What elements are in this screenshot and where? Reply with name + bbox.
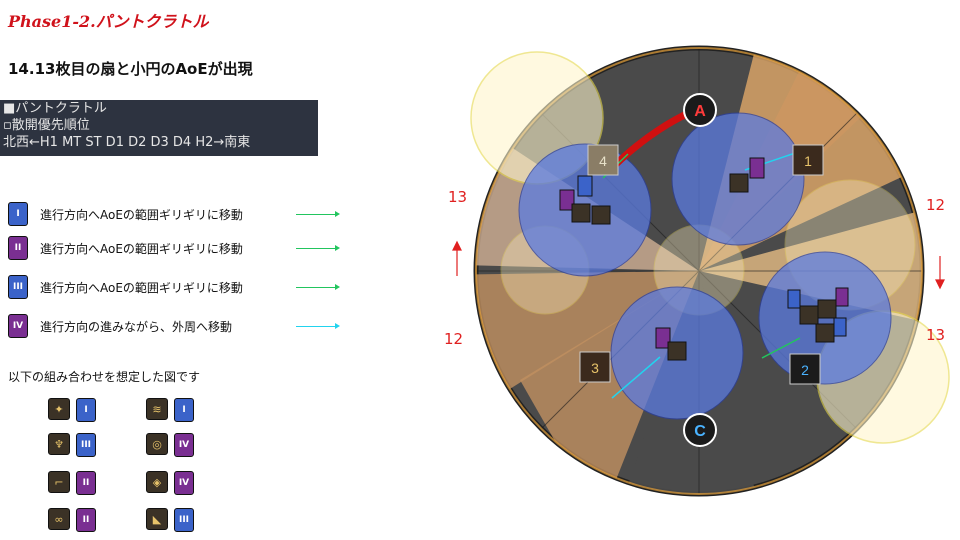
cyan-arrow-icon (296, 323, 340, 329)
game-text-panel: ■パントクラトル ▫散開優先順位 北西←H1 MT ST D1 D2 D3 D4… (0, 100, 318, 156)
tether-symbol-icon: ✦ (48, 398, 70, 420)
tether-symbol-icon (815, 323, 835, 343)
tether-symbol-icon: ≋ (146, 398, 168, 420)
green-arrow-icon (296, 211, 340, 217)
job-marker-icon (749, 157, 765, 179)
waymark-2-label: 2 (801, 362, 809, 378)
down-arrow-icon (935, 279, 945, 290)
waymark-1-label: 1 (804, 153, 812, 169)
tether-symbol-icon: ◎ (146, 433, 168, 455)
waymark-a-label: A (694, 103, 706, 120)
rotation-arrows (452, 240, 945, 290)
panel-line-2: ▫散開優先順位 (3, 118, 90, 133)
instruction-row: IV 進行方向の進みながら、外周へ移動 (8, 314, 232, 338)
combo-pair: ◈ IV (146, 471, 194, 495)
waymark-a-icon (683, 93, 717, 127)
instruction-row: I 進行方向へAoEの範囲ギリギリに移動 (8, 202, 243, 226)
instruction-text: 進行方向へAoEの範囲ギリギリに移動 (40, 207, 243, 222)
aoe-count-right-bottom: 13 (926, 326, 946, 344)
combo-pair: ≋ I (146, 398, 194, 422)
tether-symbol-icon (729, 173, 749, 193)
panel-line-3: 北西←H1 MT ST D1 D2 D3 D4 H2→南東 (3, 135, 251, 150)
instruction-text: 進行方向の進みながら、外周へ移動 (40, 319, 233, 334)
job-marker-icon: II (76, 508, 96, 532)
instruction-row: II 進行方向へAoEの範囲ギリギリに移動 (8, 236, 243, 260)
job-marker-icon (655, 327, 671, 349)
waymark-3-label: 3 (591, 360, 599, 376)
job-marker-icon: I (76, 398, 96, 422)
job-marker-icon: II (76, 471, 96, 495)
job-marker-icon (835, 287, 849, 307)
combo-pair: ♆ III (48, 433, 96, 457)
combo-pair: ∞ II (48, 508, 96, 532)
waymark-3-icon (579, 351, 611, 383)
job-marker-icon: I (174, 398, 194, 422)
waymark-c-icon (683, 413, 717, 447)
aoe-count-right-top: 12 (926, 196, 946, 214)
page-title: Phase1-2.パントクラトル (8, 12, 209, 31)
instruction-row: III 進行方向へAoEの範囲ギリギリに移動 (8, 275, 243, 299)
job-marker-1-icon: I (8, 202, 28, 226)
waymark-4-icon (587, 144, 619, 176)
job-marker-icon: III (76, 433, 96, 457)
instruction-text: 進行方向へAoEの範囲ギリギリに移動 (40, 280, 243, 295)
job-marker-3-icon: III (8, 275, 28, 299)
tether-symbol-icon: ◈ (146, 471, 168, 493)
player-markers (559, 157, 849, 361)
job-marker-icon (559, 189, 575, 211)
aoe-count-left-top: 13 (448, 188, 468, 206)
waymark-1-icon (792, 144, 824, 176)
waymark-2-icon (789, 353, 821, 385)
job-marker-icon (787, 289, 801, 309)
tether-symbol-icon (591, 205, 611, 225)
combo-pair: ✦ I (48, 398, 96, 422)
combo-pair: ◎ IV (146, 433, 194, 457)
waymark-c-label: C (694, 423, 706, 440)
tether-symbol-icon: ⌐ (48, 471, 70, 493)
job-marker-icon: IV (174, 433, 194, 457)
tether-symbol-icon (667, 341, 687, 361)
panel-line-1: ■パントクラトル (3, 101, 107, 116)
tether-symbol-icon (799, 305, 819, 325)
waymark-4-label: 4 (599, 153, 607, 169)
step-heading: 14.13枚目の扇と小円のAoEが出現 (8, 60, 253, 78)
tether-symbol-icon: ◣ (146, 508, 168, 530)
job-marker-icon: III (174, 508, 194, 532)
green-arrow-icon (296, 245, 340, 251)
instruction-text: 進行方向へAoEの範囲ギリギリに移動 (40, 241, 243, 256)
tether-symbol-icon (817, 299, 837, 319)
aoe-count-left-bottom: 12 (444, 330, 464, 348)
tether-symbol-icon: ∞ (48, 508, 70, 530)
tether-symbol-icon (571, 203, 591, 223)
job-marker-icon (577, 175, 593, 197)
up-arrow-icon (452, 240, 462, 251)
job-marker-2-icon: II (8, 236, 28, 260)
green-arrow-icon (296, 284, 340, 290)
job-marker-icon (833, 317, 847, 337)
tether-symbol-icon: ♆ (48, 433, 70, 455)
combo-pair: ⌐ II (48, 471, 96, 495)
job-marker-4-icon: IV (8, 314, 28, 338)
combo-pair: ◣ III (146, 508, 194, 532)
arena-waymarks: A C 1 2 3 4 (579, 93, 824, 447)
job-marker-icon: IV (174, 471, 194, 495)
combination-note: 以下の組み合わせを想定した図です (8, 370, 201, 384)
